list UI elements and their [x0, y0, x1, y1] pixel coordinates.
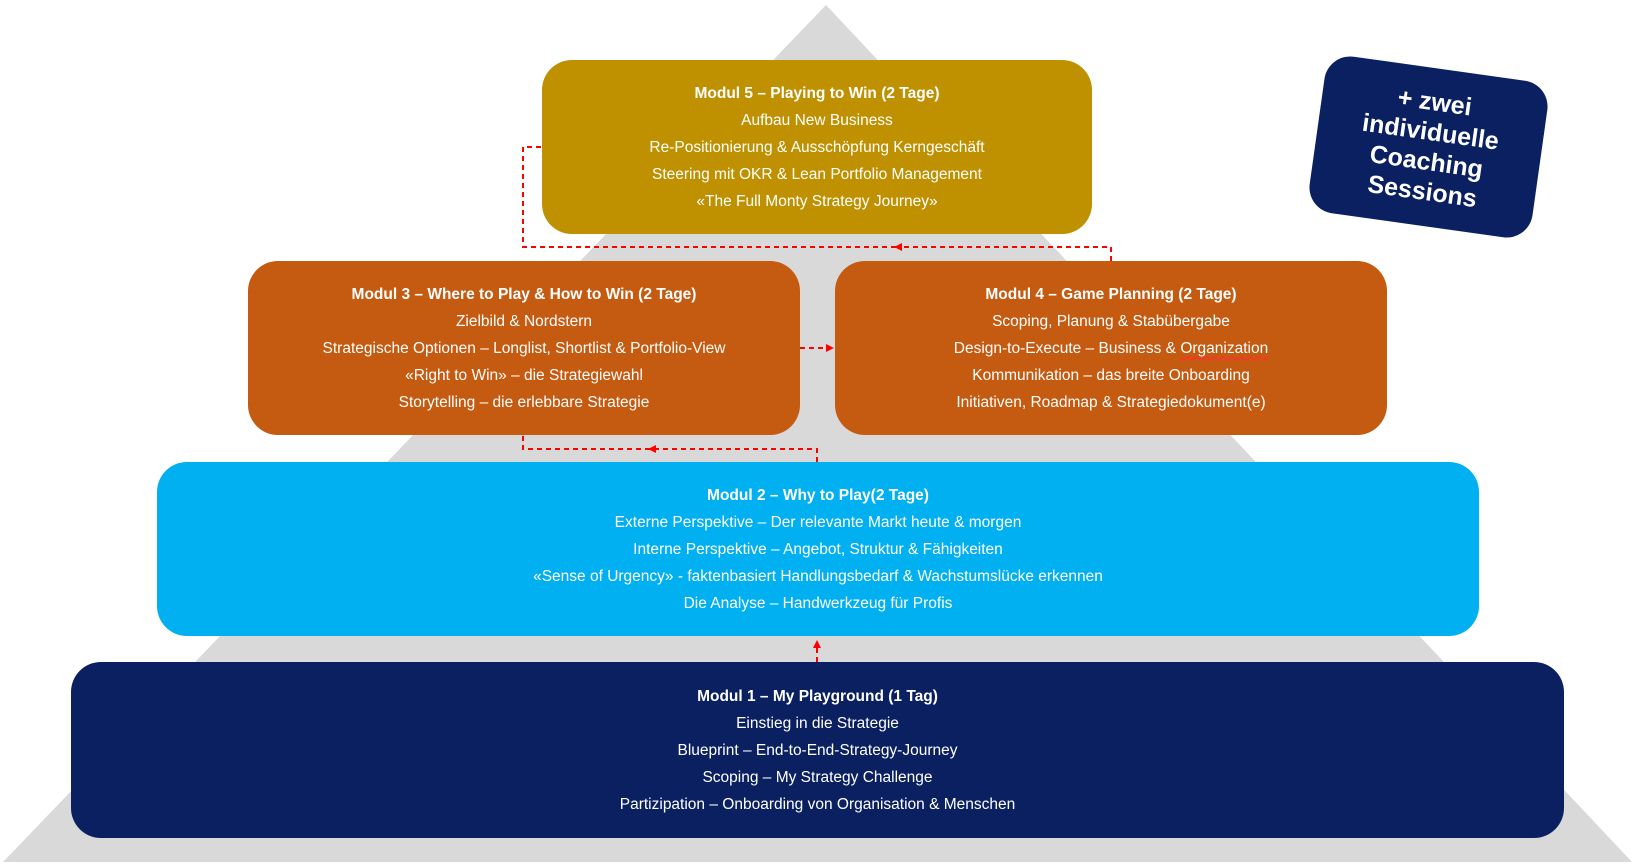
modul-1-title: Modul 1 – My Playground (1 Tag) [697, 687, 938, 705]
modul-4-line-design: Design-to-Execute – Business & Organizat… [954, 335, 1268, 362]
coaching-badge: + zwei individuelle Coaching Sessions [1306, 53, 1551, 241]
modul-1-line: Partizipation – Onboarding von Organisat… [619, 795, 1016, 813]
arrow-modul4-to-modul5 [894, 243, 1112, 261]
modul-5-line: Aufbau New Business [741, 111, 893, 129]
modul-3-line: Strategische Optionen – Longlist, Shortl… [322, 339, 726, 357]
modul-2-line: Die Analyse – Handwerkzeug für Profis [683, 594, 953, 612]
modul-3-line: Storytelling – die erlebbare Strategie [398, 393, 650, 411]
modul-2-line: Interne Perspektive – Angebot, Struktur … [633, 540, 1003, 558]
modul-3-box: Modul 3 – Where to Play & How to Win (2 … [248, 261, 800, 435]
modul-1-line: Scoping – My Strategy Challenge [702, 768, 933, 786]
modul-1-line: Blueprint – End-to-End-Strategy-Journey [677, 741, 958, 759]
modul-2-box: Modul 2 – Why to Play(2 Tage) Externe Pe… [157, 462, 1479, 636]
modul-3-title: Modul 3 – Where to Play & How to Win (2 … [351, 285, 697, 303]
modul-5-line: «The Full Monty Strategy Journey» [696, 192, 938, 210]
modul-3-line: «Right to Win» – die Strategiewahl [405, 366, 643, 384]
modul-4-line: Kommunikation – das breite Onboarding [972, 366, 1250, 384]
modul-2-title: Modul 2 – Why to Play(2 Tage) [707, 486, 929, 504]
modul-3-line: Zielbild & Nordstern [455, 312, 593, 330]
modul-4-box: Modul 4 – Game Planning (2 Tage) Scoping… [835, 261, 1387, 435]
arrow-modul2-to-modul3 [648, 445, 818, 462]
modul-5-line: Re-Positionierung & Ausschöpfung Kernges… [649, 138, 985, 156]
modul-4-title: Modul 4 – Game Planning (2 Tage) [985, 285, 1237, 303]
modul-5-title: Modul 5 – Playing to Win (2 Tage) [694, 84, 940, 102]
modul-4-organization-word: Organization [1180, 339, 1269, 357]
modul-1-line: Einstieg in die Strategie [736, 714, 899, 732]
modul-4-line: Scoping, Planung & Stabübergabe [992, 312, 1230, 330]
arrow-modul4-to-modul5-loop [522, 146, 896, 248]
modul-4-line-design-text: Design-to-Execute – Business & [953, 339, 1181, 357]
modul-1-box: Modul 1 – My Playground (1 Tag) Einstieg… [71, 662, 1564, 838]
modul-2-line: Externe Perspektive – Der relevante Mark… [614, 513, 1022, 531]
modul-2-line: «Sense of Urgency» - faktenbasiert Handl… [533, 567, 1103, 585]
arrow-modul2-to-modul3-tail [522, 435, 650, 450]
modul-5-box: Modul 5 – Playing to Win (2 Tage) Aufbau… [542, 60, 1092, 234]
modul-4-line: Initiativen, Roadmap & Strategiedokument… [956, 393, 1266, 411]
pyramid-shape [3, 5, 1632, 862]
modul-5-line: Steering mit OKR & Lean Portfolio Manage… [652, 165, 982, 183]
